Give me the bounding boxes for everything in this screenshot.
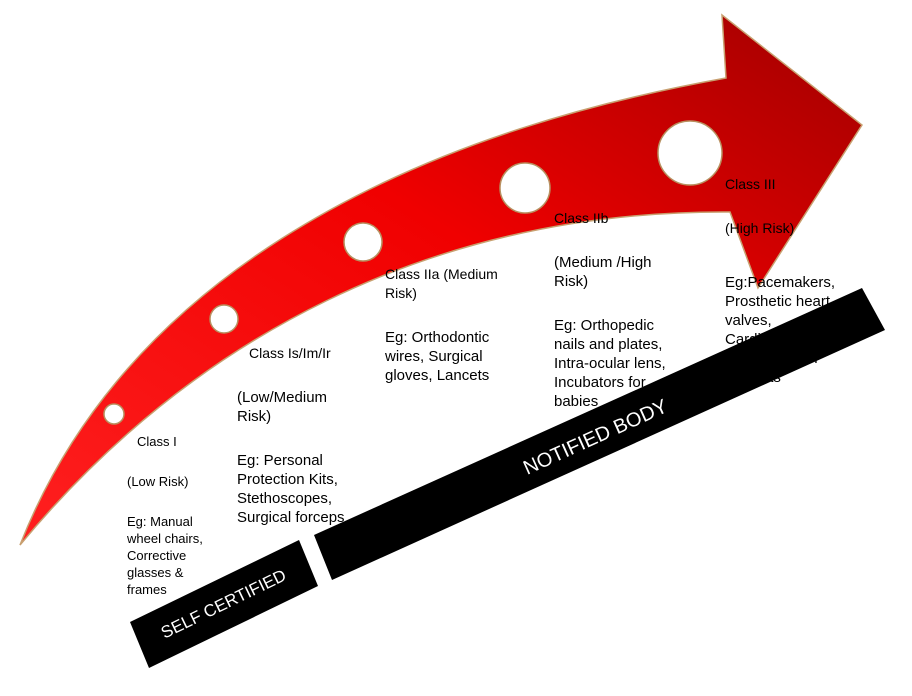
class-is-name: Class Is/Im/Ir [249,345,331,361]
class-is-block: Class Is/Im/Ir (Low/Medium Risk) Eg: Per… [237,325,387,552]
class-iii-risk: (High Risk) [725,220,795,236]
class-iib-name: Class IIb [554,210,609,226]
class-i-block: Class I (Low Risk) Eg: Manual wheel chai… [127,416,237,621]
self-certified-band [130,540,318,668]
class-iib-examples: Eg: Orthopedic nails and plates, Intra-o… [554,317,666,410]
class-i-name: Class I [137,434,177,449]
class-iia-examples: Eg: Orthodontic wires, Surgical gloves, … [385,329,490,384]
class-i-examples: Eg: Manual wheel chairs, Corrective glas… [127,514,203,597]
class-is-examples: Eg: Personal Protection Kits, Stethoscop… [237,452,345,526]
class-iia-block: Class IIa (Medium Risk) Eg: Orthodontic … [385,246,535,410]
notified-body-band [314,288,885,580]
class-iii-name: Class III [725,176,776,192]
class-iib-marker [499,162,551,214]
class-i-risk: (Low Risk) [127,474,189,489]
class-is-marker [209,304,239,334]
risk-arrow [19,13,863,546]
class-iib-risk: (Medium /High Risk) [554,254,652,290]
class-iii-marker [657,120,723,186]
class-iii-examples: Eg:Pacemakers, Prosthetic heart valves, … [725,274,836,386]
class-iib-block: Class IIb (Medium /High Risk) Eg: Orthop… [554,190,704,436]
class-is-risk: (Low/Medium Risk) [237,389,328,425]
class-iii-block: Class III (High Risk) Eg:Pacemakers, Pro… [725,156,875,412]
class-iia-marker [343,222,383,262]
class-iia-name: Class IIa (Medium Risk) [385,266,498,301]
class-i-marker [103,403,125,425]
